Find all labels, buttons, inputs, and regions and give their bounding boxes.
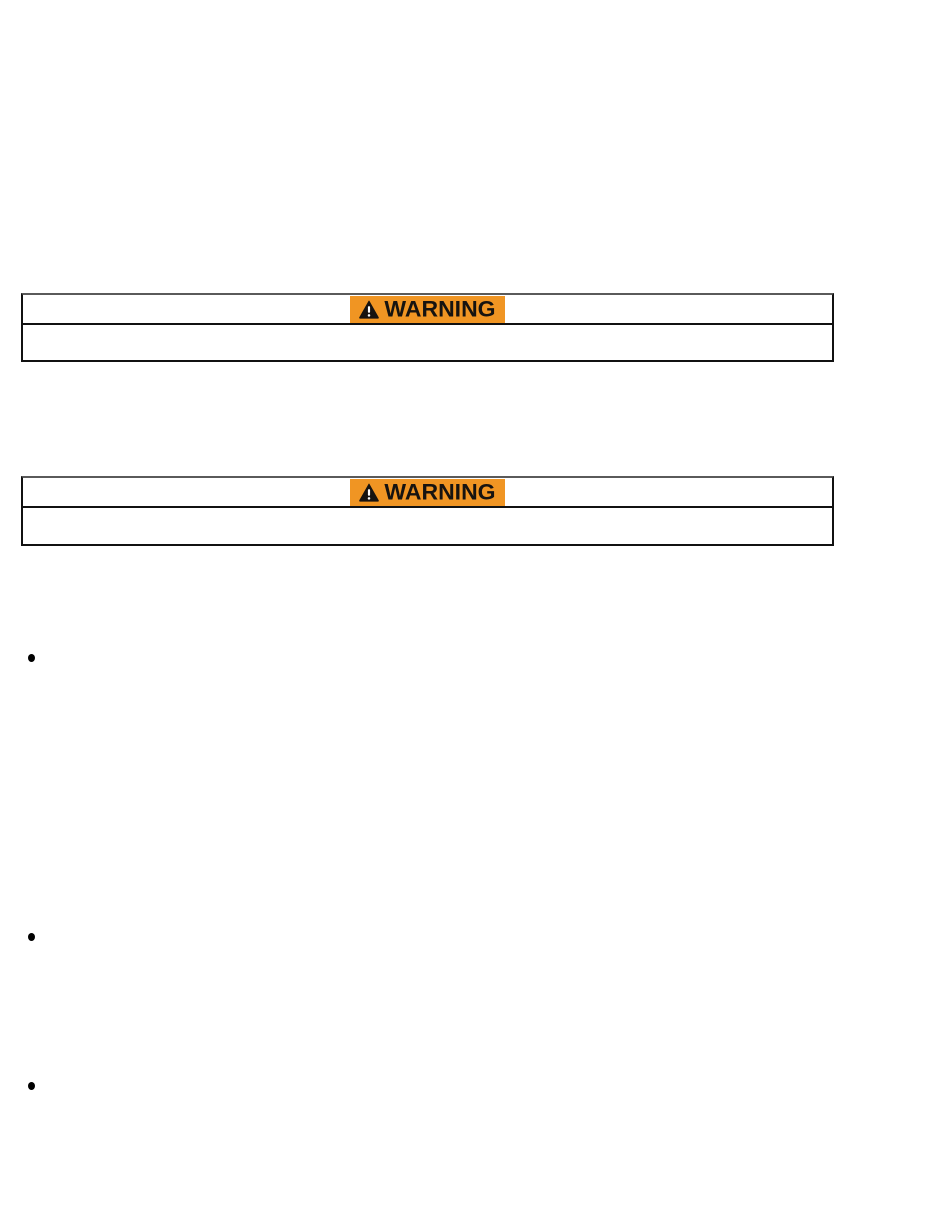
warning-signal-panel-1: WARNING: [350, 295, 505, 323]
warning-body-cell-2: [23, 508, 832, 544]
warning-signal-text: WARNING: [384, 479, 496, 504]
warning-signal-text: WARNING: [384, 296, 496, 321]
bullet-icon: [28, 654, 35, 662]
warning-signal-panel-2: WARNING: [350, 478, 505, 506]
warning-header-row-1: WARNING: [23, 295, 832, 325]
warning-box-2: WARNING: [21, 476, 834, 546]
bullet-icon: [28, 933, 35, 941]
list-item: [28, 1082, 45, 1090]
warning-triangle-icon: [359, 483, 380, 502]
bullet-icon: [28, 1082, 35, 1090]
warning-body-cell-1: [23, 325, 832, 360]
warning-triangle-icon: [359, 300, 380, 319]
list-item: [28, 654, 45, 662]
warning-box-1: WARNING: [21, 293, 834, 362]
warning-header-row-2: WARNING: [23, 478, 832, 508]
list-item: [28, 933, 45, 941]
